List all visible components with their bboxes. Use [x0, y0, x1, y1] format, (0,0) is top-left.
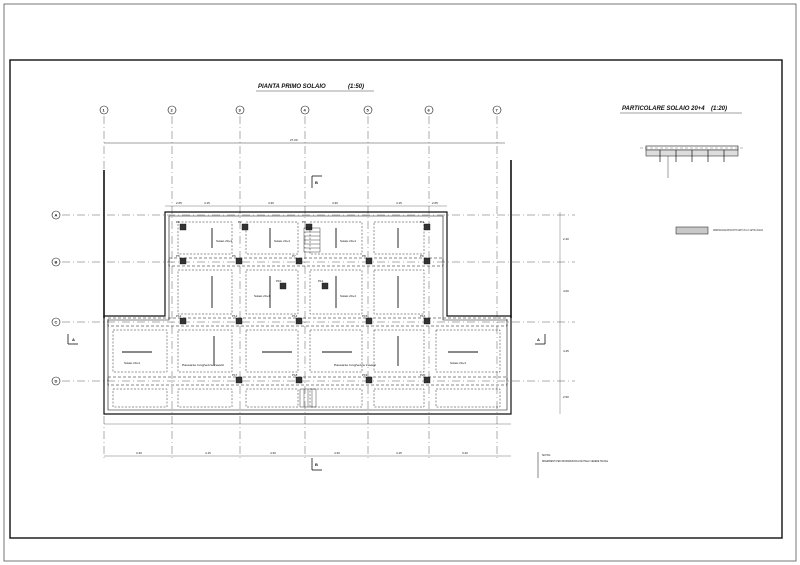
svg-text:P7: P7 — [292, 254, 296, 258]
svg-text:4.30: 4.30 — [270, 451, 276, 455]
section-marker-right — [535, 334, 546, 345]
svg-text:1: 1 — [103, 108, 106, 113]
svg-text:3.40: 3.40 — [462, 451, 468, 455]
slab-detail — [640, 145, 744, 178]
svg-text:P1: P1 — [176, 220, 180, 224]
row-axes — [62, 214, 575, 382]
svg-text:P12: P12 — [176, 314, 182, 318]
column-axis-bubbles — [99, 105, 502, 115]
svg-text:2.65: 2.65 — [432, 201, 438, 205]
svg-text:4.00: 4.00 — [563, 289, 569, 293]
svg-text:P6: P6 — [232, 254, 236, 258]
column-axes — [103, 116, 498, 460]
section-b-top: B — [315, 180, 318, 185]
svg-text:5: 5 — [367, 108, 370, 113]
svg-text:P5: P5 — [176, 254, 180, 258]
plan-title: PIANTA PRIMO SOLAIO — [258, 84, 326, 90]
svg-text:P14: P14 — [292, 314, 298, 318]
top-dims: 2.65 4.15 4.30 4.30 4.15 2.65 — [176, 201, 438, 205]
note-box: NOTA: RIFERIMENTI PER INFORMAZIONI E DET… — [537, 452, 608, 478]
legend-text: ARMATURA AGGIUNTIVA SOTTO GETTO IN C.A. … — [713, 228, 763, 232]
svg-text:6: 6 — [428, 108, 431, 113]
svg-text:7: 7 — [496, 108, 499, 113]
section-marker-top — [311, 175, 322, 188]
svg-text:P10: P10 — [276, 279, 282, 283]
svg-text:4.15: 4.15 — [396, 201, 402, 205]
svg-text:Solaio 20+4: Solaio 20+4 — [340, 294, 356, 298]
svg-text:Solaio 20+4: Solaio 20+4 — [216, 239, 232, 243]
svg-text:P16: P16 — [420, 314, 426, 318]
section-marker-bottom — [311, 458, 322, 471]
building-outline-inner — [107, 215, 508, 411]
right-dims: 2.40 4.00 4.45 2.50 — [563, 237, 569, 399]
svg-text:C: C — [55, 320, 58, 325]
svg-text:A: A — [55, 213, 58, 218]
svg-text:P18: P18 — [292, 373, 298, 377]
svg-text:3.40: 3.40 — [136, 451, 142, 455]
building-outline — [103, 211, 512, 415]
svg-text:P9: P9 — [420, 254, 424, 258]
svg-text:Solaio 20+4: Solaio 20+4 — [274, 239, 290, 243]
svg-text:Solaio 20+4: Solaio 20+4 — [450, 361, 466, 365]
bottom-dims: 3.40 4.15 4.30 4.30 4.15 3.40 — [136, 451, 468, 455]
detail-scale: (1:20) — [711, 106, 727, 112]
svg-text:D: D — [55, 379, 58, 384]
svg-text:Solaio 20+4: Solaio 20+4 — [340, 239, 356, 243]
overall-dim: 27.00 — [290, 138, 298, 142]
svg-text:P19: P19 — [362, 373, 368, 377]
stair-opening-bottom — [299, 388, 317, 408]
svg-text:4.45: 4.45 — [563, 349, 569, 353]
svg-text:P17: P17 — [232, 373, 238, 377]
svg-text:4.15: 4.15 — [204, 201, 210, 205]
svg-text:4.30: 4.30 — [334, 451, 340, 455]
note-title: NOTA: — [542, 453, 551, 457]
legend-swatch — [675, 226, 709, 235]
svg-text:4.15: 4.15 — [396, 451, 402, 455]
span-arrows — [122, 228, 478, 366]
svg-text:P4: P4 — [420, 220, 424, 224]
row-axis-bubbles — [51, 210, 61, 386]
svg-text:B: B — [55, 260, 58, 265]
svg-text:4.15: 4.15 — [205, 451, 211, 455]
section-marker-left — [67, 334, 78, 345]
svg-text:P8: P8 — [362, 254, 366, 258]
svg-text:3: 3 — [239, 108, 242, 113]
slab-fields — [112, 221, 501, 408]
columns — [179, 223, 431, 384]
plan-scale: (1:50) — [348, 84, 364, 90]
svg-text:2.50: 2.50 — [563, 395, 569, 399]
svg-text:4.30: 4.30 — [268, 201, 274, 205]
section-a-left: A — [72, 337, 75, 342]
svg-text:P3: P3 — [302, 220, 306, 224]
stair-opening-top — [303, 227, 321, 253]
svg-text:4.30: 4.30 — [332, 201, 338, 205]
svg-text:Solaio 20+4: Solaio 20+4 — [254, 294, 270, 298]
beams — [107, 257, 508, 386]
svg-text:P13: P13 — [232, 314, 238, 318]
column-axis-labels: 1 2 3 4 5 6 7 — [103, 108, 499, 113]
note-text: RIFERIMENTI PER INFORMAZIONI E DETTAGLI … — [542, 459, 608, 463]
slab-labels: Solaio 20+4 Solaio 20+4 Solaio 20+4 Sola… — [124, 239, 466, 365]
annotation-2: Passante lunghezza travetti — [334, 363, 376, 367]
inner-border — [9, 59, 783, 539]
svg-text:P15: P15 — [362, 314, 368, 318]
svg-text:P20: P20 — [420, 373, 426, 377]
section-a-right: A — [537, 337, 540, 342]
svg-text:2.40: 2.40 — [563, 237, 569, 241]
svg-text:P2: P2 — [238, 220, 242, 224]
detail-title: PARTICOLARE SOLAIO 20+4 — [622, 106, 705, 112]
svg-text:Solaio 20+4: Solaio 20+4 — [124, 361, 140, 365]
svg-text:4: 4 — [304, 108, 307, 113]
svg-text:P11: P11 — [318, 279, 323, 283]
svg-text:2: 2 — [171, 108, 174, 113]
annotation-1: Passante lunghezza travetti — [182, 363, 224, 367]
column-labels: P1 P2 P3 P4 P5 P6 P7 P8 P9 P10 P11 P12 P… — [176, 220, 426, 377]
section-b-bottom: B — [315, 462, 318, 467]
svg-text:2.65: 2.65 — [176, 201, 182, 205]
outer-border — [3, 3, 797, 562]
row-axis-labels: A B C D — [55, 213, 58, 384]
